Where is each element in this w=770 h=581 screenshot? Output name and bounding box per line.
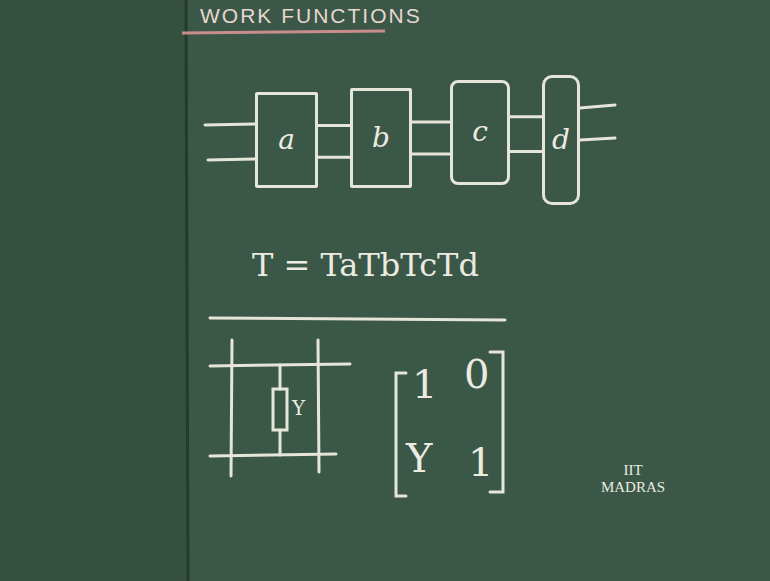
input-wire — [208, 159, 255, 160]
shunt-wire — [279, 430, 282, 455]
block-box: d — [542, 75, 580, 205]
output-wire — [580, 105, 615, 108]
block-box: a — [255, 92, 318, 188]
block-letter: d — [552, 125, 570, 156]
matrix-entry: 1 — [468, 440, 493, 484]
cascade-equation: T = TaTbTcTd — [252, 248, 479, 283]
watermark: IIT MADRAS — [598, 462, 668, 495]
wire-pair — [317, 126, 351, 158]
matrix-entry: Y — [406, 436, 432, 480]
board-seam — [186, 0, 188, 581]
left-panel — [0, 0, 186, 581]
shunt-wire — [279, 365, 282, 389]
block-letter: c — [472, 117, 488, 148]
block-box: b — [350, 88, 412, 188]
admittance-label: Y — [292, 397, 305, 419]
bottom-rail — [210, 454, 336, 456]
block-letter: b — [372, 123, 390, 154]
output-wire — [580, 138, 615, 140]
equation-underline — [210, 318, 505, 320]
matrix-bracket — [396, 373, 406, 496]
block-letter: a — [278, 125, 295, 156]
block-box: c — [450, 80, 510, 185]
matrix-entry: 1 — [412, 362, 437, 406]
admittance-symbol — [273, 389, 287, 430]
two-port-wall — [318, 340, 319, 472]
wire-pair — [411, 122, 451, 154]
matrix-entry: 0 — [464, 352, 489, 396]
title: WORK FUNCTIONS — [200, 4, 422, 27]
input-wire — [205, 124, 255, 125]
wire-pair — [509, 117, 543, 152]
title-underline — [182, 31, 385, 33]
